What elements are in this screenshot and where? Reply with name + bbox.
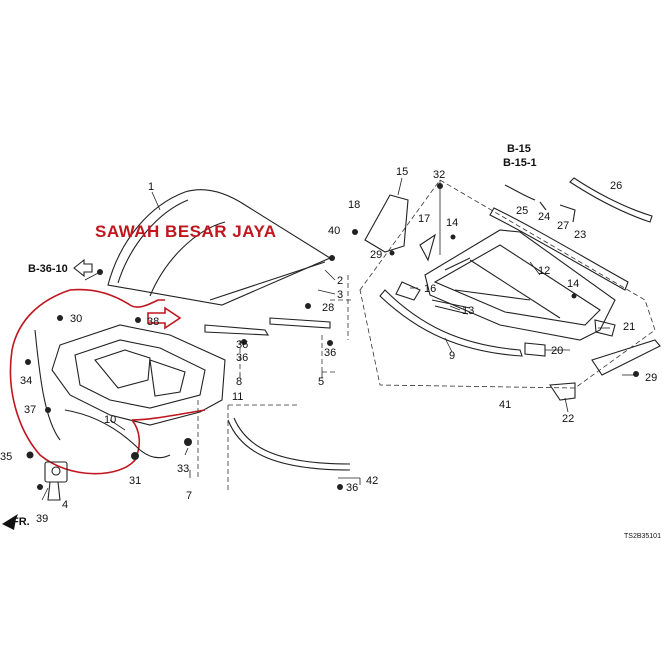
cowl-top-assembly (364, 177, 661, 401)
callout-22: 22 (562, 413, 574, 425)
callout-36d: 36 (346, 482, 358, 494)
callout-2: 2 (337, 275, 343, 287)
callout-3: 3 (337, 289, 343, 301)
hood-insulator (51, 324, 226, 426)
callout-29b: 29 (645, 372, 657, 384)
group-outline-41 (359, 179, 656, 389)
callout-35: 35 (0, 451, 12, 463)
callout-38: 38 (147, 316, 159, 328)
reference-b36-10: B-36-10 (28, 263, 68, 275)
callout-41: 41 (499, 399, 511, 411)
highlight-arrow (147, 306, 182, 330)
callout-28: 28 (322, 302, 334, 314)
callout-15: 15 (396, 166, 408, 178)
callout-25: 25 (516, 205, 528, 217)
callout-33: 33 (177, 463, 189, 475)
highlighted-cable (9, 288, 206, 475)
hood-seal-side (269, 317, 331, 329)
callout-18: 18 (348, 199, 360, 211)
leader-lines (41, 177, 636, 501)
fastener-clips (25, 183, 639, 490)
callout-36b: 36 (236, 352, 248, 364)
reference-b15-1: B-15-1 (503, 157, 537, 169)
callout-14b: 14 (567, 278, 579, 290)
callout-7: 7 (186, 490, 192, 502)
callout-11: 11 (232, 391, 243, 403)
callout-14a: 14 (446, 217, 458, 229)
callout-36c: 36 (324, 347, 336, 359)
callout-labels: 1 2 3 4 5 7 8 9 10 11 12 13 14 14 15 16 … (0, 166, 657, 525)
callout-29a: 29 (370, 249, 382, 261)
callout-8: 8 (236, 376, 242, 388)
callout-16: 16 (424, 283, 436, 295)
callout-27: 27 (557, 220, 569, 232)
cable-routing (64, 409, 171, 459)
front-marker: FR. (12, 516, 30, 528)
callout-1: 1 (148, 181, 154, 193)
hood-latch (44, 461, 68, 501)
callout-39: 39 (36, 513, 48, 525)
front-direction-arrow (2, 514, 18, 530)
watermark-text: SAWAH BESAR JAYA (95, 222, 277, 241)
callout-9: 9 (449, 350, 455, 362)
callout-26: 26 (610, 180, 622, 192)
callout-12: 12 (538, 265, 550, 277)
callout-36a: 36 (236, 339, 248, 351)
callout-17: 17 (418, 213, 430, 225)
group-outline-11 (227, 404, 298, 490)
callout-42: 42 (366, 475, 378, 487)
reference-b15: B-15 (507, 143, 531, 155)
reference-arrow-b36-10 (73, 258, 93, 278)
callout-30: 30 (70, 313, 82, 325)
callout-10: 10 (104, 414, 116, 426)
callout-23: 23 (574, 229, 586, 241)
callout-40: 40 (328, 225, 340, 237)
callout-24: 24 (538, 211, 550, 223)
callout-20: 20 (551, 345, 563, 357)
callout-32: 32 (433, 169, 445, 181)
callout-37: 37 (24, 404, 36, 416)
callout-13: 13 (462, 305, 474, 317)
callout-4: 4 (62, 499, 68, 511)
callout-31: 31 (129, 475, 141, 487)
drawing-code: TS2B35101 (624, 533, 661, 540)
hood-seal-front (204, 324, 270, 336)
callout-21: 21 (623, 321, 635, 333)
callout-34: 34 (20, 375, 32, 387)
callout-5: 5 (318, 376, 324, 388)
hood-panel (107, 189, 332, 306)
hood-seal-rear (227, 419, 351, 471)
